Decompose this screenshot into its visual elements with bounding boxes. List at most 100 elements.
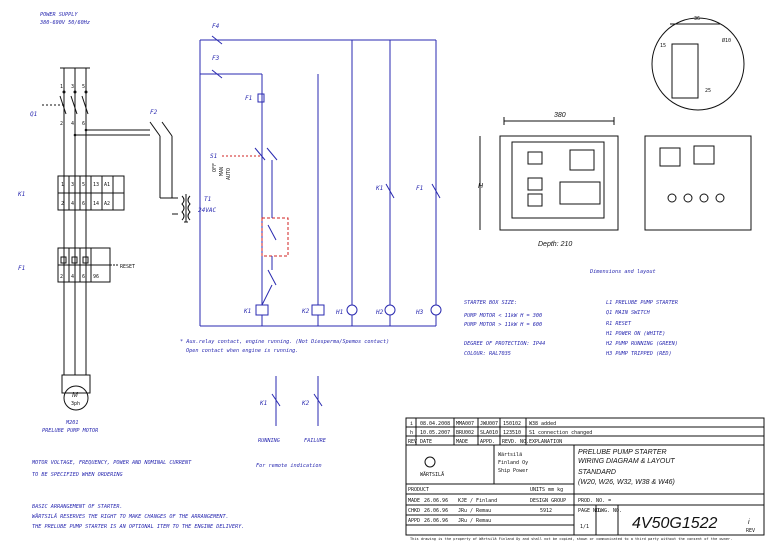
- power-supply-title: POWER SUPPLY: [40, 12, 78, 18]
- sheet-label: PAGE NO.: [578, 508, 602, 514]
- svg-text:1: 1: [60, 84, 63, 90]
- f1-aux-label: F1: [245, 95, 252, 102]
- svg-text:4: 4: [71, 121, 74, 127]
- legend-line: H3 PUMP TRIPPED (RED): [605, 351, 672, 357]
- legend-line: Q1 MAIN SWITCH: [606, 310, 651, 316]
- company-name-2: Finland Oy: [498, 460, 528, 466]
- k2-coil-label: K2: [301, 308, 310, 315]
- spec-line: PUMP MOTOR < 11kW H = 300: [464, 313, 542, 319]
- units-label: UNITS mm kg: [530, 487, 563, 493]
- s1-label: S1: [210, 153, 217, 160]
- svg-text:A1: A1: [104, 182, 110, 188]
- q1-label: Q1: [30, 111, 37, 118]
- k1-aux-label: K1: [375, 185, 383, 192]
- f3-label: F3: [212, 55, 220, 62]
- width-dimension: 380: [554, 112, 566, 119]
- basic-note-1: BASIC ARRANGEMENT OF STARTER.: [32, 504, 123, 510]
- svg-text:2: 2: [61, 201, 64, 207]
- spec-line: COLOUR: RAL7035: [464, 351, 511, 357]
- rev-date-cell: 08.04.2008: [420, 421, 450, 427]
- k1-coil: [255, 304, 269, 316]
- legend-line: L1 PRELUBE PUMP STARTER: [606, 300, 678, 306]
- svg-text:4: 4: [71, 201, 74, 207]
- rev-header-cell: DATE: [420, 439, 432, 445]
- revision-header: REV DATE MADE APPD. REVD. NO. EXPLANATIO…: [408, 439, 562, 445]
- drawing-number: 4V50G1522: [632, 515, 718, 532]
- prod-no-label: PROD. NO. =: [578, 498, 611, 504]
- h3-lamp: [430, 304, 442, 316]
- rev-cell: i: [410, 421, 413, 427]
- f4-label: F4: [212, 23, 220, 30]
- design-group-label: DESIGN GROUP: [530, 498, 566, 504]
- made-by: KJE / Finland: [458, 498, 497, 504]
- svg-text:5: 5: [82, 84, 85, 90]
- revision-row: h 10.05.2007 BRU002 SLA010 123510 S1 con…: [410, 430, 592, 436]
- dwg-label: DWG. NO.: [598, 508, 622, 514]
- k1-label: K1: [17, 191, 25, 198]
- layout-caption: Dimensions and layout: [589, 269, 656, 275]
- appd-date: 26.06.96: [424, 518, 448, 524]
- revision-row: i 08.04.2008 MMA007 JWU007 150102 W38 ad…: [410, 421, 556, 427]
- motor-note-2: TO BE SPECIFIED WHEN ORDERING: [32, 472, 123, 478]
- design-group-value: 5912: [540, 508, 552, 514]
- depth-label: Depth: 210: [538, 241, 572, 248]
- rev-cell: h: [410, 430, 413, 436]
- svg-text:2: 2: [60, 121, 63, 127]
- detail-phi: Ø10: [722, 37, 731, 44]
- legend-line: H1 POWER ON (WHITE): [605, 331, 665, 337]
- spec-lines: STARTER BOX SIZE: PUMP MOTOR < 11kW H = …: [463, 300, 545, 357]
- rev-notice-cell: 150102: [503, 421, 521, 427]
- basic-note-3: THE PRELUBE PUMP STARTER IS AN OPTIONAL …: [32, 524, 244, 530]
- starter-box-inner: [499, 135, 619, 231]
- bottom-notes: MOTOR VOLTAGE, FREQUENCY, POWER AND NOMI…: [31, 460, 244, 530]
- rev-appd-cell: SLA010: [480, 430, 498, 436]
- s1-off: OFF: [212, 163, 218, 172]
- rev-made-cell: MMA007: [456, 421, 474, 427]
- remote-caption: For remote indication: [256, 463, 322, 469]
- sheet-value: 1/1: [580, 524, 589, 530]
- motor-phase: 3ph: [71, 401, 80, 407]
- rev-header-cell: MADE: [456, 439, 468, 445]
- f1-label: F1: [18, 265, 25, 272]
- svg-text:6: 6: [82, 121, 85, 127]
- drawing-title-3: STANDARD: [578, 469, 616, 476]
- rev-appd-cell: JWU007: [480, 421, 498, 427]
- h2-lamp: [384, 304, 396, 316]
- ownership-footer: This drawing is the property of Wärtsilä…: [410, 537, 732, 541]
- company-name: Wärtsilä: [498, 452, 522, 458]
- s1-auto: AUTO: [226, 168, 232, 180]
- appd-by: JRu / Remau: [458, 518, 491, 524]
- svg-text:3: 3: [71, 84, 74, 90]
- t1-transformer: T1 24VAC: [181, 194, 216, 223]
- h1-label: H1: [335, 309, 343, 316]
- svg-text:1: 1: [61, 182, 64, 188]
- motor-id: M201: [65, 420, 79, 426]
- reset-label: RESET: [120, 264, 135, 270]
- h3-label: H3: [415, 309, 424, 316]
- chkd-by: JRu / Remau: [458, 508, 491, 514]
- failure-label: FAILURE: [304, 438, 327, 444]
- detail-view-circle: [651, 17, 745, 111]
- made-label: MADE: [408, 498, 420, 504]
- rev-expl-cell: S1 connection changed: [529, 430, 592, 436]
- t1-label: T1: [204, 196, 211, 203]
- made-date: 26.06.96: [424, 498, 448, 504]
- rev-header-cell: REV: [408, 439, 417, 445]
- aux-note-1: * Aux.relay contact, engine running. (No…: [180, 339, 389, 345]
- legend-lines: L1 PRELUBE PUMP STARTER Q1 MAIN SWITCH R…: [605, 300, 678, 357]
- company-division: Ship Power: [498, 468, 528, 474]
- detail-dim-15: 15: [660, 43, 666, 49]
- spec-line: DEGREE OF PROTECTION: IP44: [463, 341, 545, 347]
- motor-name: PRELUBE PUMP MOTOR: [42, 428, 98, 434]
- svg-text:3: 3: [71, 182, 74, 188]
- f2-label: F2: [150, 109, 158, 116]
- remote-k1-label: K1: [259, 400, 267, 407]
- legend-line: H2 PUMP RUNNING (GREEN): [605, 341, 678, 347]
- s1-selector-switch: S1 OFF MAN AUTO: [210, 147, 278, 180]
- s1-man: MAN: [219, 167, 225, 176]
- spec-legend-section: STARTER BOX SIZE: PUMP MOTOR < 11kW H = …: [463, 300, 678, 357]
- t1-voltage: 24VAC: [198, 207, 216, 214]
